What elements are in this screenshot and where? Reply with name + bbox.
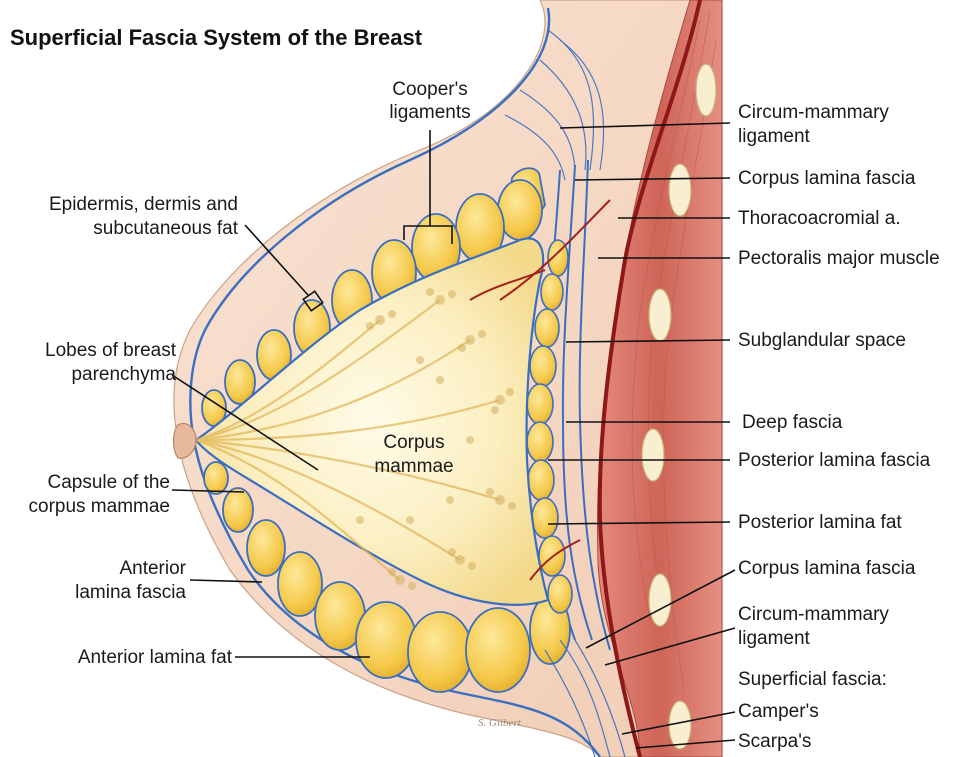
label-coopers-line1: Cooper's xyxy=(392,79,467,100)
label-corpus-lamina-fascia-top: Corpus lamina fascia xyxy=(738,168,916,189)
label-posterior-lamina-fat: Posterior lamina fat xyxy=(738,512,902,533)
label-pectoralis: Pectoralis major muscle xyxy=(738,248,940,269)
diagram-title: Superficial Fascia System of the Breast xyxy=(10,25,423,50)
label-posterior-lamina-fascia: Posterior lamina fascia xyxy=(738,450,931,471)
label-anterior-lamina-fascia-line1: Anterior xyxy=(119,558,186,579)
label-circum-mammary-bottom-line2: ligament xyxy=(738,628,811,649)
label-scarpas: Scarpa's xyxy=(738,731,811,752)
label-campers: Camper's xyxy=(738,701,819,722)
label-circum-mammary-top-line2: ligament xyxy=(738,126,811,147)
label-anterior-lamina-fascia-line2: lamina fascia xyxy=(75,582,186,603)
label-deep-fascia: Deep fascia xyxy=(742,412,843,433)
label-thoracoacromial: Thoracoacromial a. xyxy=(738,208,901,229)
label-capsule-line2: corpus mammae xyxy=(29,496,171,517)
label-circum-mammary-bottom-line1: Circum-mammary xyxy=(738,604,889,625)
label-corpus-mammae-line1: Corpus xyxy=(383,432,444,453)
label-capsule-line1: Capsule of the xyxy=(47,472,170,493)
label-corpus-mammae-line2: mammae xyxy=(374,456,453,477)
label-epidermis-line1: Epidermis, dermis and xyxy=(49,194,238,215)
label-circum-mammary-top-line1: Circum-mammary xyxy=(738,102,889,123)
label-subglandular: Subglandular space xyxy=(738,330,906,351)
artist-signature: S. Gilbert xyxy=(478,717,522,729)
label-coopers-line2: ligaments xyxy=(389,102,470,123)
label-epidermis-line2: subcutaneous fat xyxy=(93,218,238,239)
label-anterior-lamina-fat: Anterior lamina fat xyxy=(78,647,233,668)
label-corpus-lamina-fascia-bottom: Corpus lamina fascia xyxy=(738,558,916,579)
label-superficial-fascia: Superficial fascia: xyxy=(738,669,887,690)
label-lobes-line2: parenchyma xyxy=(71,364,176,385)
label-lobes-line1: Lobes of breast xyxy=(45,340,177,361)
